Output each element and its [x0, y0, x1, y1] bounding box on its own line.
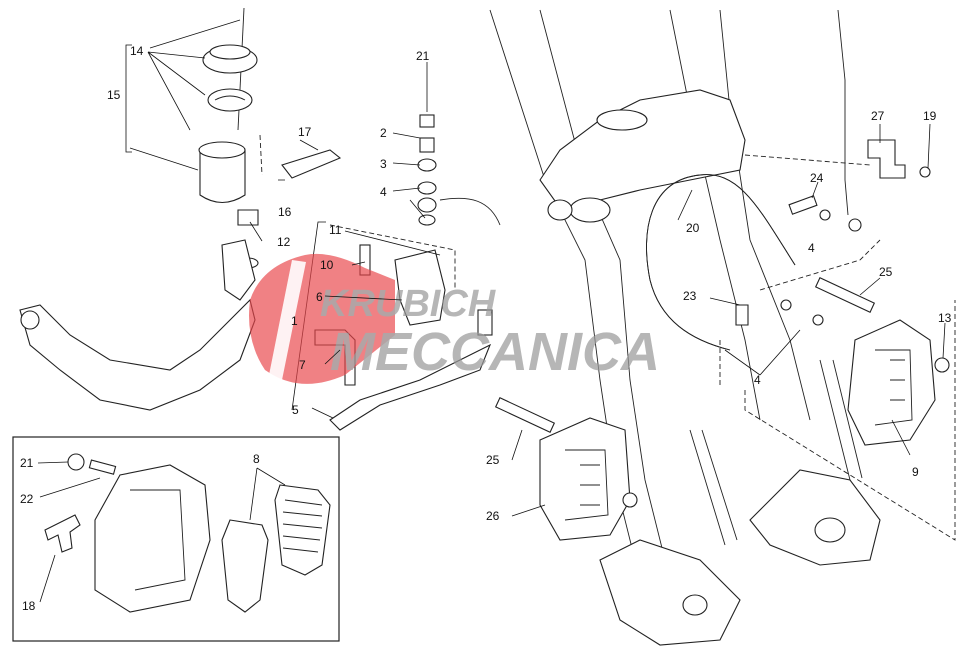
label-4: 4 — [380, 185, 387, 199]
brake-hose — [646, 174, 796, 351]
label-19: 19 — [923, 109, 937, 123]
label-11: 11 — [329, 223, 342, 237]
label-24: 24 — [810, 171, 824, 185]
front-fork — [489, 9, 881, 646]
label-12: 12 — [277, 235, 291, 249]
label-13: 13 — [938, 311, 952, 325]
brake-caliper-left — [494, 304, 749, 541]
watermark-line2: MECCANICA — [330, 322, 660, 382]
label-18: 18 — [22, 599, 36, 613]
label-17: 17 — [298, 125, 312, 139]
mounting-hardware-right — [788, 139, 931, 232]
brake-lever-assembly — [19, 239, 493, 431]
label-2: 2 — [380, 126, 387, 140]
label-5: 5 — [292, 403, 299, 417]
label-6: 6 — [316, 290, 323, 304]
label-4-right: 4 — [808, 241, 815, 255]
label-15: 15 — [107, 88, 121, 102]
label-25-left: 25 — [486, 453, 500, 467]
label-9: 9 — [912, 465, 919, 479]
label-10: 10 — [320, 258, 334, 272]
label-4-lower: 4 — [754, 373, 761, 387]
label-20: 20 — [686, 221, 700, 235]
watermark: KRUBICH MECCANICA — [249, 253, 660, 384]
label-21-inset: 21 — [20, 456, 34, 470]
assembly-guide-lines — [259, 134, 956, 541]
reservoir-hose — [281, 149, 342, 179]
label-26: 26 — [486, 509, 500, 523]
label-23: 23 — [683, 289, 697, 303]
label-22: 22 — [20, 492, 34, 506]
brake-fluid-reservoir — [198, 7, 342, 269]
label-14: 14 — [130, 44, 144, 58]
part-labels: 14 15 17 16 12 21 2 3 4 11 10 1 6 7 5 20… — [20, 44, 952, 613]
brake-caliper-right — [780, 277, 950, 446]
bracket-15 — [125, 44, 132, 153]
label-7: 7 — [299, 358, 306, 372]
label-21: 21 — [416, 49, 430, 63]
label-1: 1 — [291, 314, 298, 328]
label-25-right: 25 — [879, 265, 893, 279]
inset-pads-caliper — [12, 436, 340, 642]
banjo-fittings — [417, 114, 437, 226]
label-27: 27 — [871, 109, 885, 123]
label-3: 3 — [380, 157, 387, 171]
leader-lines — [37, 19, 946, 603]
label-8: 8 — [253, 452, 260, 466]
label-16: 16 — [278, 205, 292, 219]
watermark-line1: KRUBICH — [320, 283, 497, 325]
